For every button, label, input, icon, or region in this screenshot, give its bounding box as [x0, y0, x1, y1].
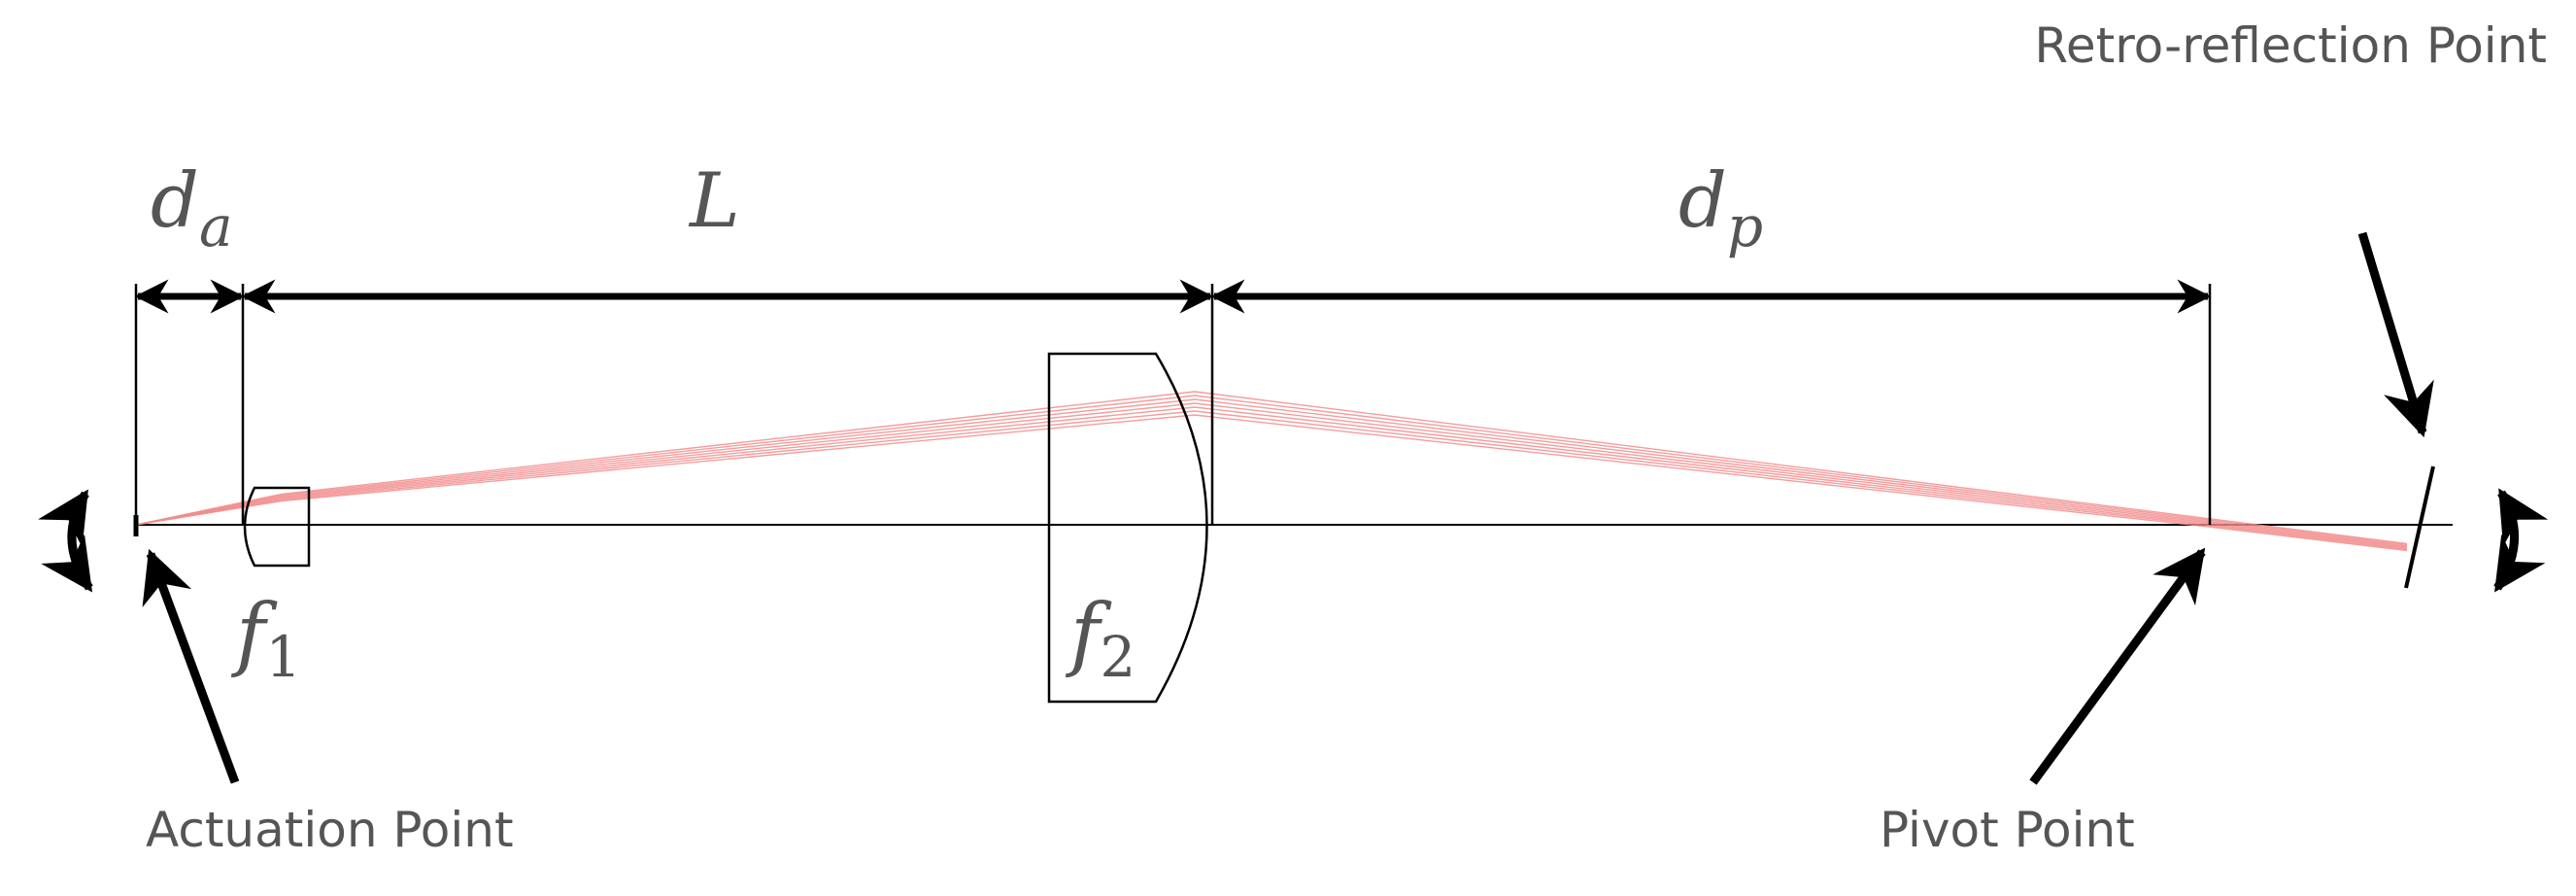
symbol-L: L [688, 157, 740, 245]
ray-bundle [135, 391, 2408, 552]
ray-line [135, 402, 2408, 548]
actuation-point-label: Actuation Point [146, 802, 514, 858]
symbol-f2: f2 [1065, 588, 1135, 690]
ray-line [135, 395, 2408, 546]
retro-reflection-pointer-arrow [2357, 231, 2434, 438]
ray-line [135, 391, 2408, 545]
symbol-da: da [151, 157, 233, 259]
ray-line [135, 406, 2408, 549]
symbol-dp: dp [1678, 157, 1763, 259]
ray-line [135, 410, 2408, 551]
retro-reflection-point-label: Retro-reflection Point [2034, 17, 2547, 74]
symbol-f1: f1 [230, 588, 301, 690]
right-rotation-arrow [2493, 488, 2549, 593]
lens-f1 [243, 486, 311, 568]
left-rotation-arrow [38, 489, 93, 593]
pivot-pointer-arrow [2029, 547, 2206, 785]
ray-line [135, 398, 2408, 547]
lens-f2 [1047, 352, 1208, 704]
ray-line [135, 414, 2408, 552]
actuation-pointer-arrow [142, 548, 240, 784]
pivot-point-label: Pivot Point [1880, 802, 2135, 858]
retro-reflection-mirror [2404, 465, 2435, 589]
